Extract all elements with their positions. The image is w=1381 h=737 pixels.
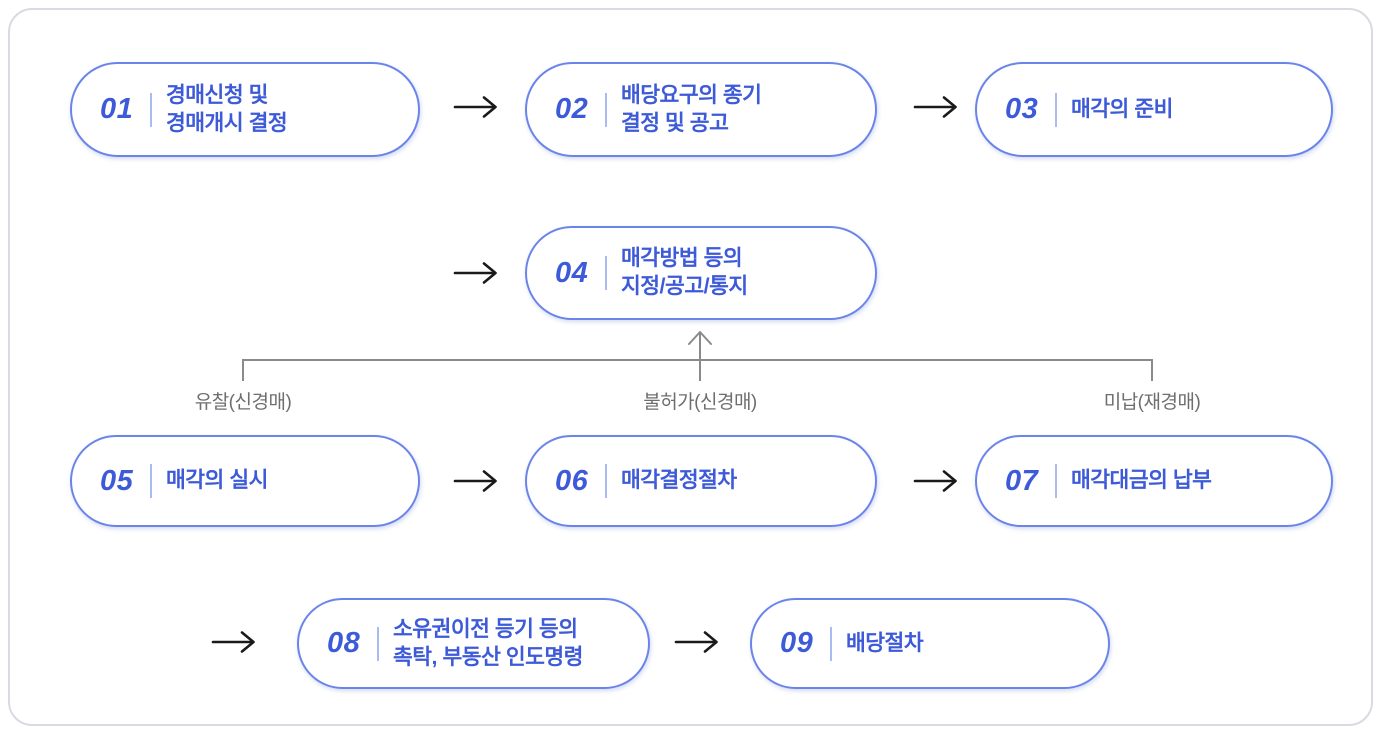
- step-divider: [605, 256, 607, 290]
- branch-bus-line: [242, 359, 1153, 381]
- step-box-06: 06 매각결정절차: [525, 435, 877, 527]
- step-title: 매각대금의 납부: [1071, 468, 1212, 493]
- step-title: 매각의 실시: [166, 468, 268, 493]
- step-number: 08: [327, 627, 361, 659]
- step-box-03: 03 매각의 준비: [975, 62, 1333, 157]
- step-divider: [605, 92, 607, 127]
- arrow-right-icon: [453, 470, 497, 492]
- branch-label-failed-bid: 유찰(신경매): [194, 392, 292, 413]
- step-box-09: 09 배당절차: [750, 598, 1110, 689]
- step-number: 04: [555, 256, 589, 289]
- step-title: 매각의 준비: [1071, 96, 1173, 121]
- step-title: 배당요구의 종기 결정 및 공고: [621, 82, 762, 135]
- step-box-05: 05 매각의 실시: [70, 435, 420, 527]
- step-divider: [1055, 92, 1057, 127]
- step-title: 매각결정절차: [621, 468, 737, 493]
- step-title: 소유권이전 등기 등의 촉탁, 부동산 인도명령: [393, 616, 583, 669]
- step-number: 02: [555, 93, 589, 125]
- step-number: 06: [555, 464, 589, 497]
- arrow-right-icon: [211, 631, 255, 653]
- step-box-04: 04 매각방법 등의 지정/공고/통지: [525, 226, 877, 320]
- step-divider: [150, 464, 152, 498]
- arrow-right-icon: [453, 96, 497, 118]
- step-number: 03: [1005, 93, 1039, 125]
- step-title: 매각방법 등의 지정/공고/통지: [621, 246, 748, 298]
- step-number: 07: [1005, 464, 1039, 497]
- arrow-right-icon: [453, 262, 497, 284]
- step-divider: [377, 626, 379, 661]
- step-number: 09: [780, 627, 814, 659]
- arrow-right-icon: [913, 96, 957, 118]
- process-diagram-panel: 01 경매신청 및 경매개시 결정 02 배당요구의 종기 결정 및 공고 03…: [8, 8, 1373, 726]
- branch-label-disapproval: 불허가(신경매): [643, 392, 757, 413]
- step-divider: [150, 92, 152, 127]
- arrow-right-icon: [674, 631, 718, 653]
- step-title: 배당절차: [846, 630, 924, 655]
- step-box-01: 01 경매신청 및 경매개시 결정: [70, 62, 420, 157]
- step-divider: [830, 626, 832, 661]
- step-divider: [1055, 464, 1057, 498]
- branch-label-nonpayment: 미납(재경매): [1103, 392, 1201, 413]
- arrow-right-icon: [913, 470, 957, 492]
- step-divider: [605, 464, 607, 498]
- step-box-02: 02 배당요구의 종기 결정 및 공고: [525, 62, 877, 157]
- arrow-up-icon: [688, 331, 712, 345]
- step-title: 경매신청 및 경매개시 결정: [166, 82, 288, 135]
- step-number: 05: [100, 464, 134, 497]
- step-number: 01: [100, 93, 134, 125]
- step-box-08: 08 소유권이전 등기 등의 촉탁, 부동산 인도명령: [297, 598, 650, 689]
- step-box-07: 07 매각대금의 납부: [975, 435, 1333, 527]
